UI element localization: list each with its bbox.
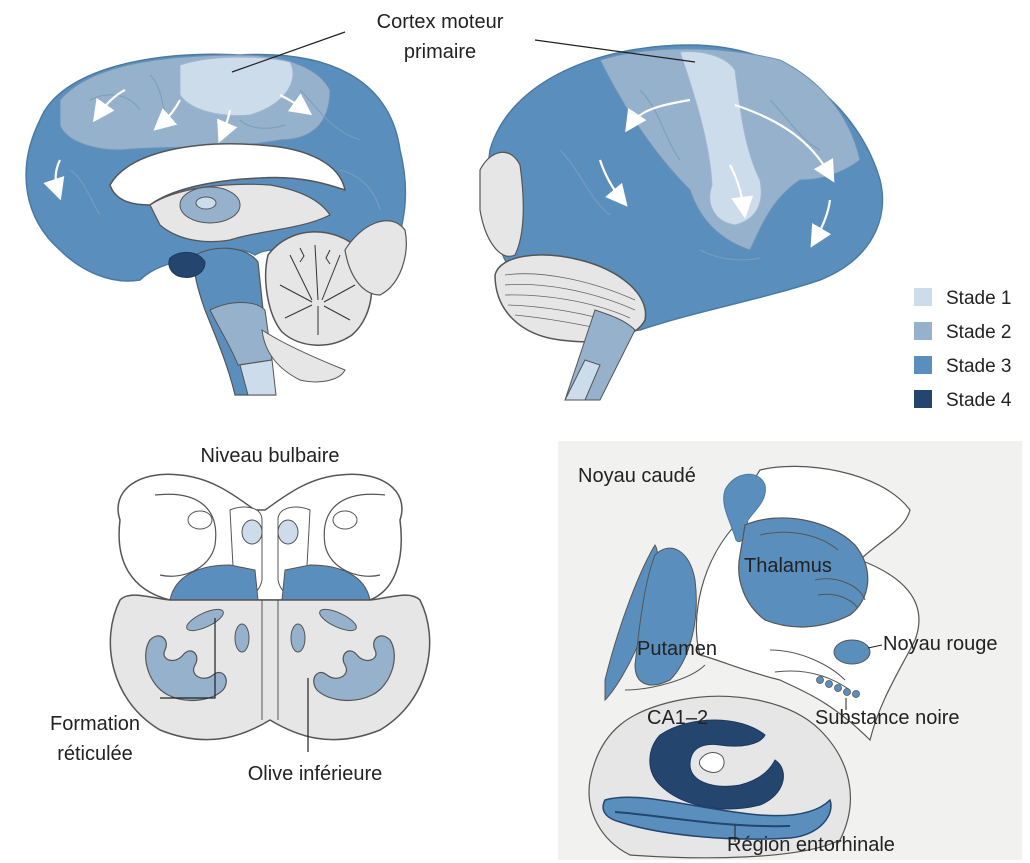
medial-olive-left	[235, 624, 249, 652]
medulla-nucleus-right	[333, 511, 357, 529]
medial-olive-right	[291, 624, 305, 652]
medulla-mlf-left	[242, 520, 262, 544]
substantia-nigra-medial	[169, 252, 205, 277]
legend-label-stage4: Stade 4	[946, 390, 1012, 411]
medulla-nucleus-left	[188, 511, 212, 529]
label-caudate: Noyau caudé	[578, 465, 696, 487]
olive-label: Olive inférieure	[248, 763, 383, 785]
red-nucleus	[834, 640, 870, 664]
coronal-section: Noyau caudé Thalamus Putamen Noyau rouge…	[558, 441, 1022, 860]
legend-swatch-stage4	[914, 390, 932, 408]
label-ca: CA1–2	[647, 707, 708, 729]
legend-swatch-stage2	[914, 322, 932, 340]
legend: Stade 1 Stade 2 Stade 3 Stade 4	[914, 288, 1012, 411]
lateral-frontal-grey	[480, 152, 523, 256]
label-putamen: Putamen	[637, 638, 717, 660]
legend-label-stage3: Stade 3	[946, 356, 1012, 377]
legend-swatch-stage3	[914, 356, 932, 374]
medulla-section: Niveau bulbaire Formation réticulé	[50, 445, 430, 785]
legend-label-stage1: Stade 1	[946, 288, 1012, 309]
legend-label-stage2: Stade 2	[946, 322, 1012, 343]
label-thalamus: Thalamus	[744, 555, 832, 577]
reticular-label-line2: réticulée	[57, 743, 133, 765]
legend-swatch-stage1	[914, 288, 932, 306]
label-entorhinal: Région entorhinale	[727, 834, 895, 856]
thalamus-core	[196, 197, 216, 209]
reticular-label-line1: Formation	[50, 713, 140, 735]
medial-brain-view	[26, 54, 406, 395]
label-red-nucleus: Noyau rouge	[883, 633, 998, 655]
motor-cortex-label-line2: primaire	[404, 41, 476, 63]
lateral-brain-view	[480, 45, 883, 400]
label-substantia-nigra: Substance noire	[815, 707, 960, 729]
medulla-mlf-right	[278, 520, 298, 544]
medulla-title: Niveau bulbaire	[201, 445, 340, 467]
motor-cortex-label-line1: Cortex moteur	[377, 11, 504, 33]
